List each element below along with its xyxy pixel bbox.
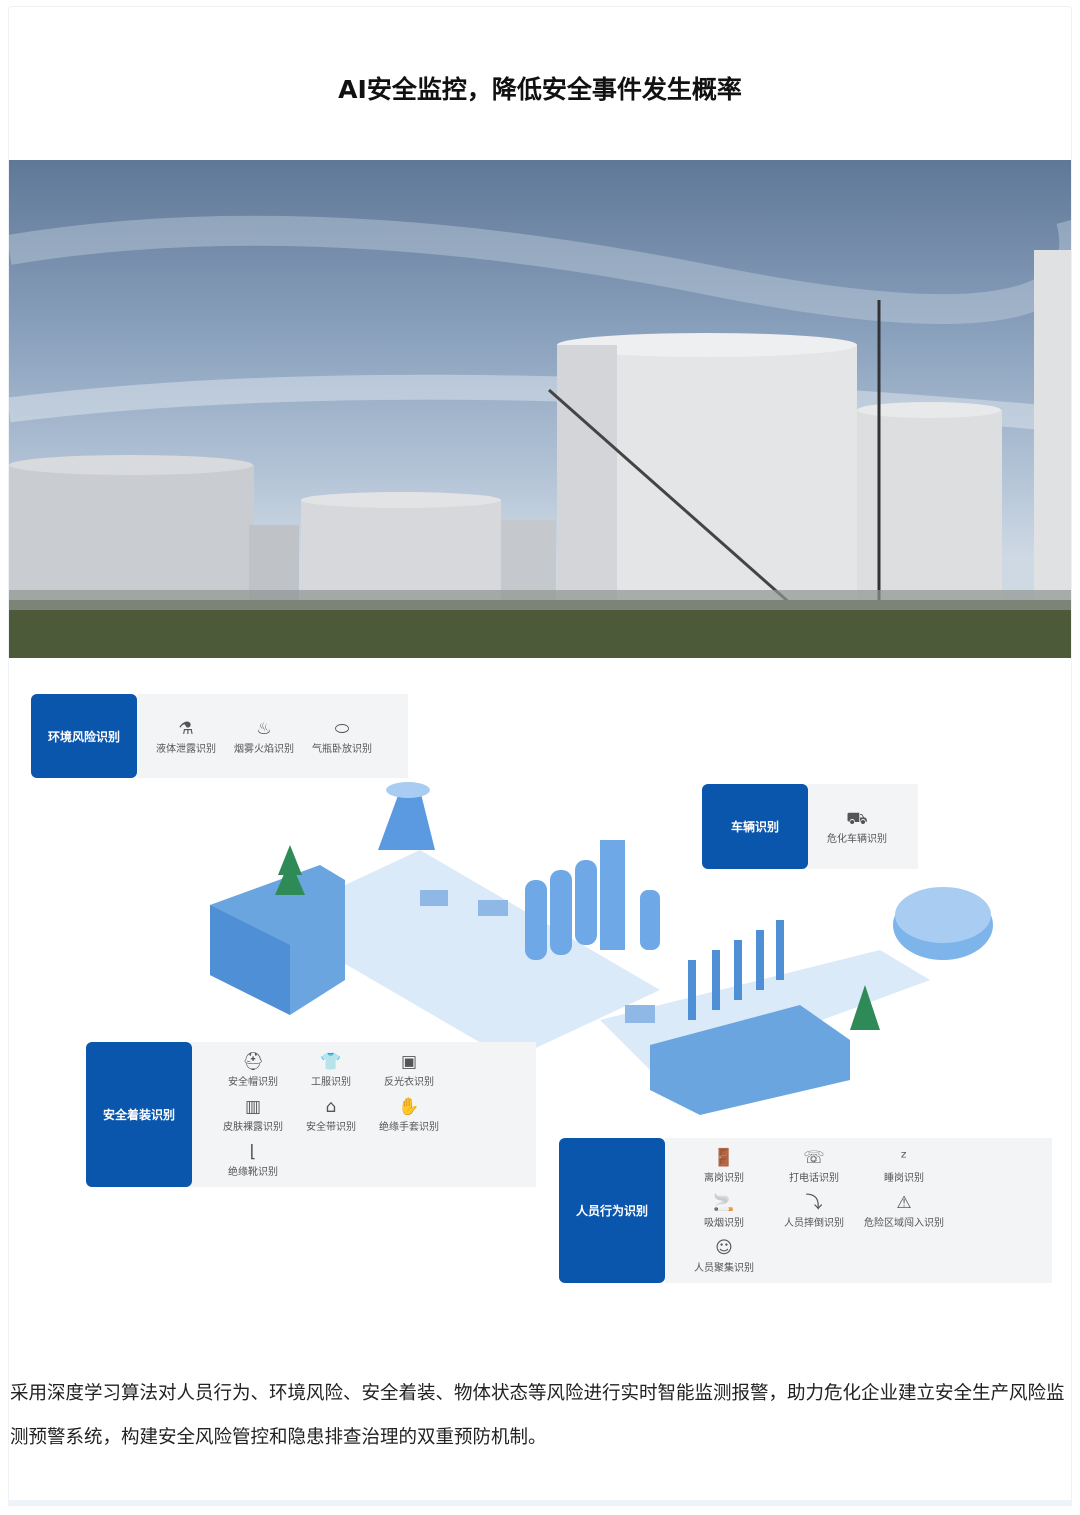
uniform-icon: 👕 [320,1052,342,1072]
behavior-card: 人员行为识别 🚪 离岗识别 ☏ 打电话识别 ᶻ 睡岗识别 🚬 吸烟识别 ⤵ 人员摔倒识别 … [559,1138,1052,1283]
env-risk-title: 环境风险识别 [31,694,137,778]
bottom-divider [8,1500,1072,1506]
safety-belt-icon: ⌂ [325,1097,337,1117]
feature-label: 打电话识别 [789,1173,839,1184]
safety-wear-title: 安全着装识别 [86,1042,192,1187]
vehicle-panel: ⛟ 危化车辆识别 [808,784,918,869]
feature-item: ⤵ 人员摔倒识别 [769,1188,859,1233]
vest-icon: ▣ [400,1052,418,1072]
description-text: 采用深度学习算法对人员行为、环境风险、安全着装、物体状态等风险进行实时智能监测报… [10,1383,1065,1448]
crowd-icon: ☺ [715,1238,733,1258]
feature-label: 工服识别 [311,1077,351,1088]
page-title: AI安全监控，降低安全事件发生概率 [338,75,742,104]
safety-wear-panel: ⛑ 安全帽识别 👕 工服识别 ▣ 反光衣识别 ▥ 皮肤裸露识别 ⌂ 安全带识别 ✋ 绝缘手套… [192,1042,536,1187]
boot-icon: ⌊ [249,1142,257,1162]
behavior-title: 人员行为识别 [559,1138,665,1283]
feature-item: ▥ 皮肤裸露识别 [214,1092,292,1137]
feature-item: ⚠ 危险区域闯入识别 [859,1188,949,1233]
feature-item: ▣ 反光衣识别 [370,1047,448,1092]
vehicle-title: 车辆识别 [702,784,808,869]
vehicle-card: 车辆识别 ⛟ 危化车辆识别 [702,784,918,869]
feature-label: 危险区域闯入识别 [864,1218,944,1229]
helmet-icon: ⛑ [242,1052,264,1072]
feature-item: ⌊ 绝缘靴识别 [214,1137,292,1182]
liquid-leak-icon: ⚗ [178,718,194,739]
feature-label: 离岗识别 [704,1173,744,1184]
feature-label: 气瓶卧放识别 [312,743,372,755]
feature-item: ⌂ 安全带识别 [292,1092,370,1137]
feature-item: ☺ 人员聚集识别 [679,1233,769,1278]
feature-label: 皮肤裸露识别 [223,1122,283,1133]
feature-label: 反光衣识别 [384,1077,434,1088]
feature-label: 绝缘靴识别 [228,1167,278,1178]
feature-item: 🚬 吸烟识别 [679,1188,769,1233]
feature-label: 危化车辆识别 [827,834,887,845]
behavior-panel: 🚪 离岗识别 ☏ 打电话识别 ᶻ 睡岗识别 🚬 吸烟识别 ⤵ 人员摔倒识别 ⚠ 危险区域闯入… [665,1138,1052,1283]
feature-item: ✋ 绝缘手套识别 [370,1092,448,1137]
leave-post-icon: 🚪 [713,1148,735,1168]
feature-item: ☏ 打电话识别 [769,1143,859,1188]
feature-label: 吸烟识别 [704,1218,744,1229]
smoking-icon: 🚬 [713,1193,735,1213]
feature-label: 安全带识别 [306,1122,356,1133]
feature-label: 人员摔倒识别 [784,1218,844,1229]
feature-label: 人员聚集识别 [694,1263,754,1274]
feature-item: 👕 工服识别 [292,1047,370,1092]
fall-icon: ⤵ [805,1193,823,1213]
feature-label: 绝缘手套识别 [379,1122,439,1133]
skin-icon: ▥ [244,1097,262,1117]
env-risk-card: 环境风险识别 ⚗ 液体泄露识别 ♨ 烟雾火焰识别 ⬭ 气瓶卧放识别 [31,694,408,778]
hazmat-truck-icon: ⛟ [846,809,868,829]
intrusion-icon: ⚠ [896,1193,912,1213]
plant-illustration [0,660,1080,1300]
feature-label: 液体泄露识别 [156,743,216,755]
feature-item: ᶻ 睡岗识别 [859,1143,949,1188]
oil-tank-photo [9,160,1071,658]
feature-item: ⛑ 安全帽识别 [214,1047,292,1092]
feature-item: 🚪 离岗识别 [679,1143,769,1188]
phone-call-icon: ☏ [803,1148,825,1168]
feature-label: 安全帽识别 [228,1077,278,1088]
glove-icon: ✋ [398,1097,420,1117]
env-risk-panel: ⚗ 液体泄露识别 ♨ 烟雾火焰识别 ⬭ 气瓶卧放识别 [137,694,408,778]
sleep-icon: ᶻ [900,1148,908,1168]
feature-item: ⬭ 气瓶卧放识别 [303,714,381,759]
feature-item: ⛟ 危化车辆识别 [818,804,896,849]
gas-cylinder-icon: ⬭ [334,718,350,739]
smoke-fire-icon: ♨ [256,718,272,739]
feature-label: 睡岗识别 [884,1173,924,1184]
safety-wear-card: 安全着装识别 ⛑ 安全帽识别 👕 工服识别 ▣ 反光衣识别 ▥ 皮肤裸露识别 ⌂ 安全带识… [86,1042,536,1187]
feature-item: ♨ 烟雾火焰识别 [225,714,303,759]
feature-item: ⚗ 液体泄露识别 [147,714,225,759]
feature-label: 烟雾火焰识别 [234,743,294,755]
